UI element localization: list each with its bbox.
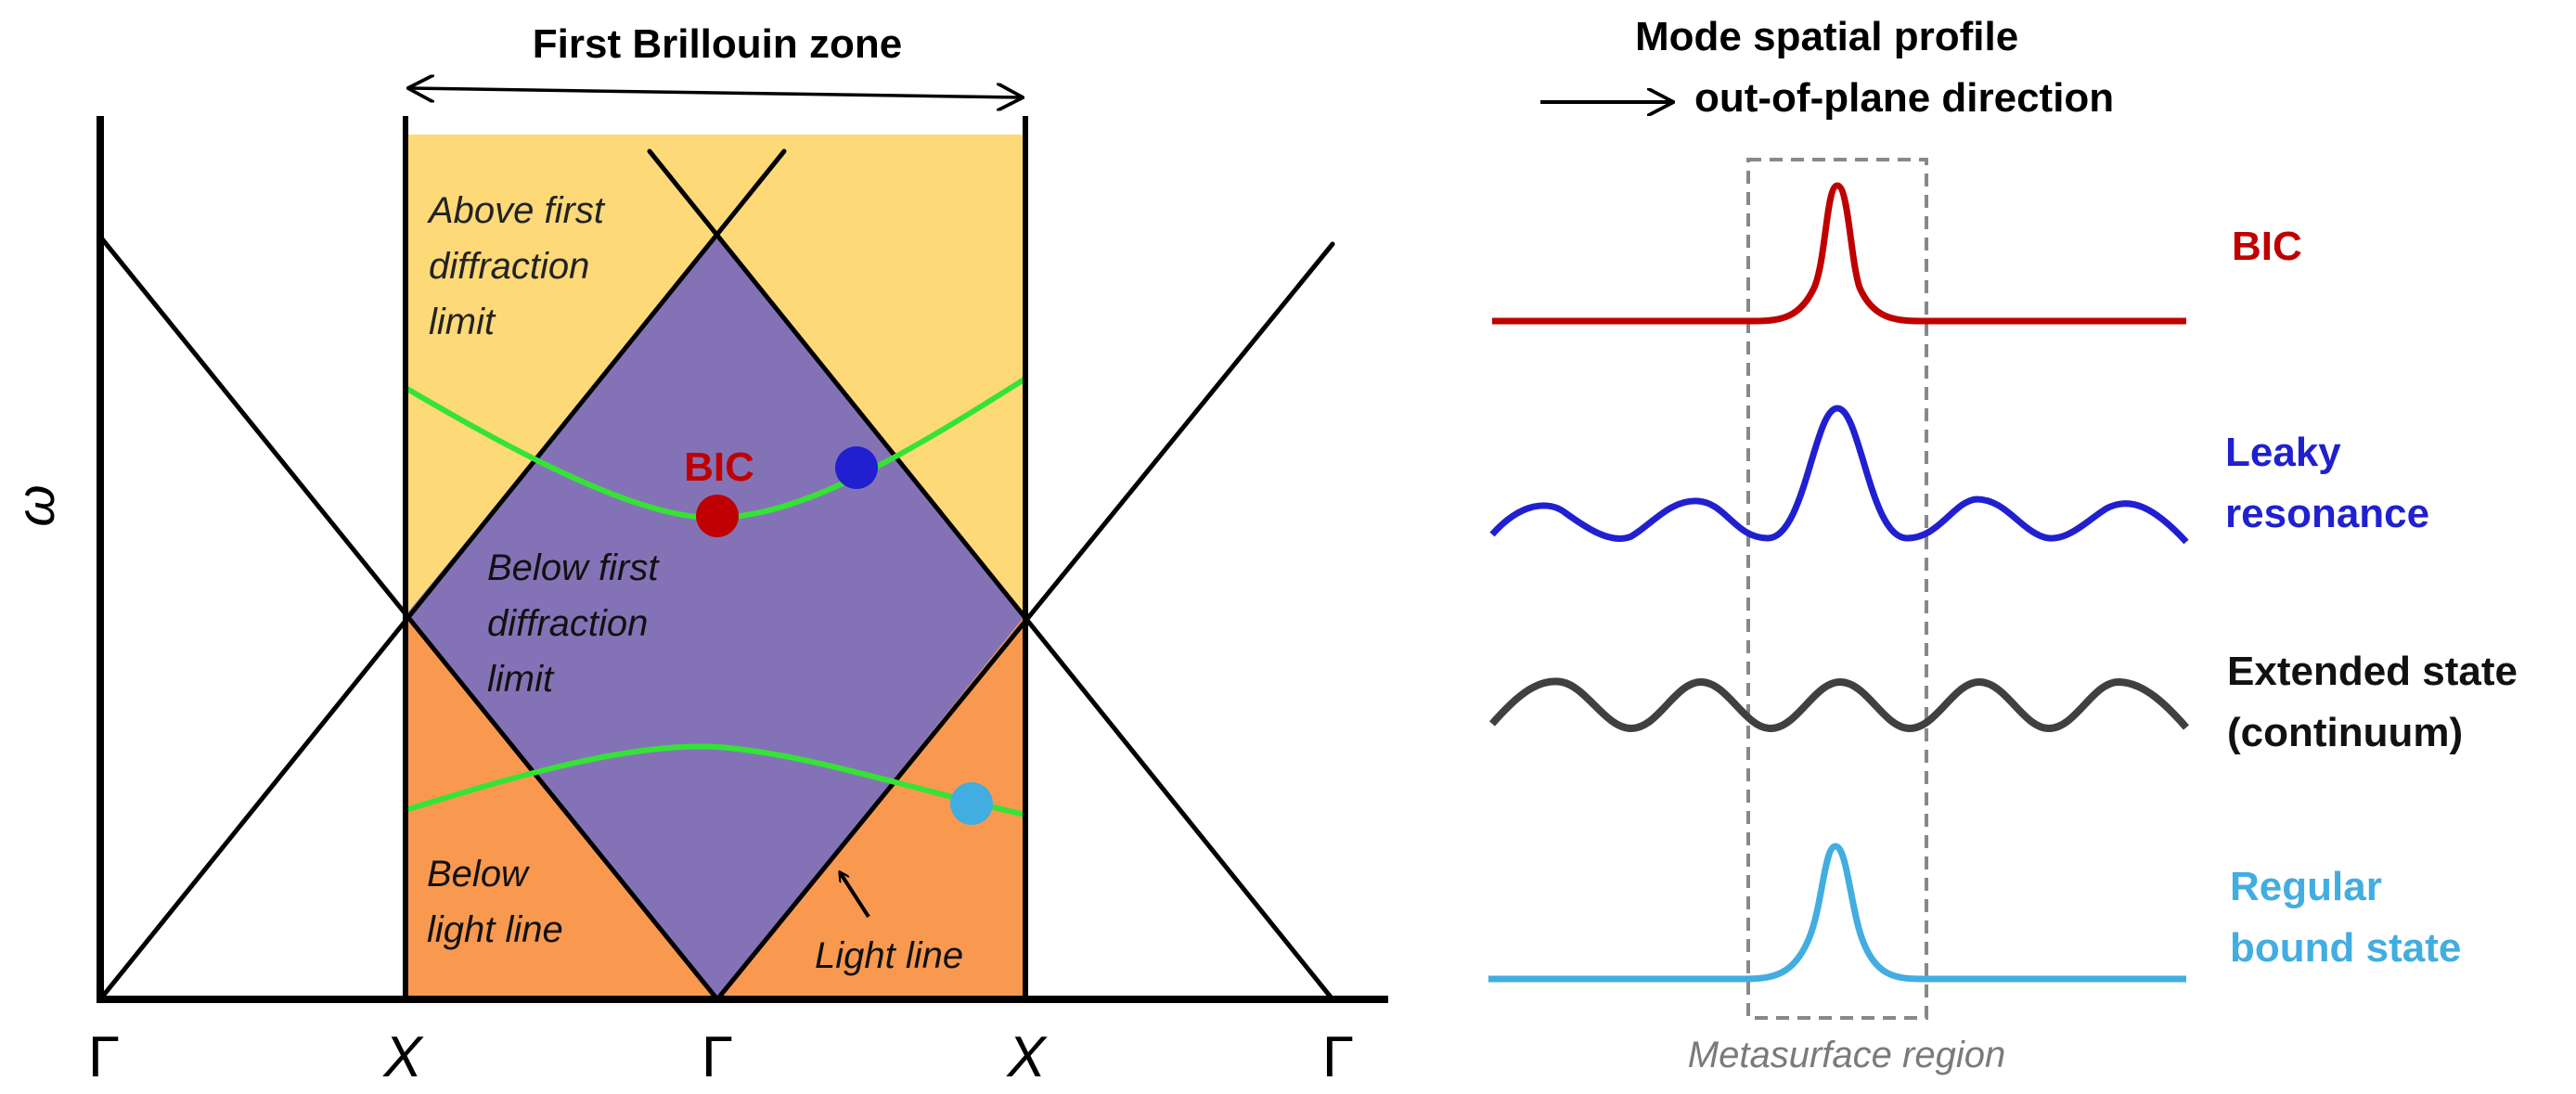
lower-band (406, 743, 1025, 817)
k-label-x-1: X (381, 1025, 424, 1089)
y-axis-label: ω (6, 484, 66, 526)
metasurface-region-label: Metasurface region (1688, 1035, 2005, 1075)
svg-text:Below: Below (427, 854, 531, 895)
band-diagram: First Brillouin zone ω Γ X Γ X Γ Above f… (6, 21, 1388, 1089)
svg-text:diffraction: diffraction (429, 246, 589, 287)
svg-text:Below first: Below first (487, 547, 660, 588)
bic-dot (696, 495, 739, 537)
leaky-profile-curve (1489, 405, 2189, 545)
metasurface-region-box (1746, 158, 1928, 1020)
below-diffraction-label: Below first diffraction limit (487, 547, 660, 700)
k-label-x-2: X (1005, 1025, 1048, 1089)
profile-direction-label: out-of-plane direction (1694, 75, 2114, 121)
bound-profile-curve (1488, 843, 2186, 983)
brillouin-zone-title: First Brillouin zone (533, 21, 902, 67)
bic-mode-label: BIC (2232, 224, 2302, 269)
k-label-gamma-3: Γ (1322, 1025, 1354, 1089)
extended-mode-label-1: Extended state (2227, 649, 2518, 694)
svg-text:Above first: Above first (427, 190, 606, 231)
svg-text:limit: limit (429, 302, 496, 342)
mode-profiles: Mode spatial profile out-of-plane direct… (1488, 14, 2518, 1075)
light-line-label: Light line (815, 935, 963, 976)
bound-dot (950, 782, 993, 825)
svg-text:light line: light line (427, 909, 563, 950)
brillouin-zone-arrow (409, 88, 1022, 97)
k-label-gamma-2: Γ (702, 1025, 733, 1089)
bound-mode-label-1: Regular (2230, 864, 2382, 909)
leaky-dot (835, 446, 878, 489)
bic-label: BIC (684, 444, 754, 490)
extended-mode-label-2: (continuum) (2227, 710, 2463, 755)
leaky-mode-label-2: resonance (2225, 491, 2429, 536)
svg-text:limit: limit (487, 659, 555, 700)
profile-header: Mode spatial profile (1635, 14, 2018, 59)
k-label-gamma-1: Γ (88, 1025, 120, 1089)
below-light-line-label: Below light line (427, 854, 563, 950)
svg-text:diffraction: diffraction (487, 603, 648, 644)
leaky-mode-label-1: Leaky (2225, 430, 2341, 475)
bound-mode-label-2: bound state (2230, 925, 2461, 971)
above-diffraction-label: Above first diffraction limit (427, 190, 606, 342)
bic-profile-curve (1492, 182, 2186, 325)
extended-profile-curve (1488, 677, 2190, 733)
light-line-pointer (840, 872, 870, 919)
